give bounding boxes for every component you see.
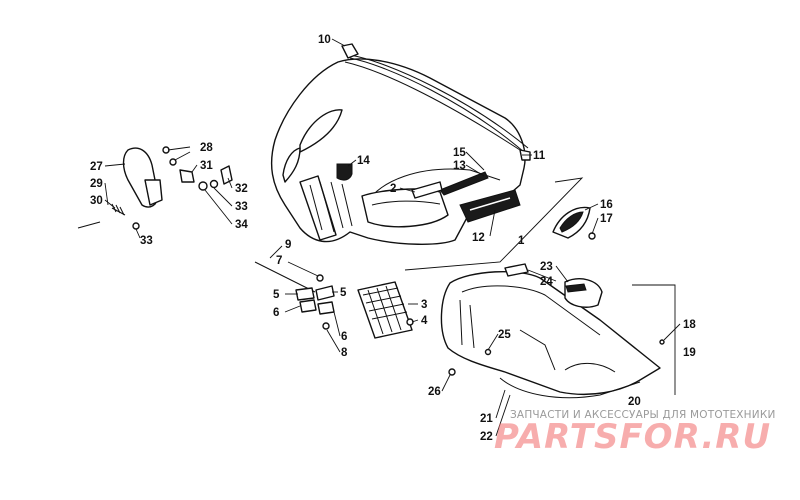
callout-14: 14 <box>357 155 370 167</box>
watermark-logo: PARTSFOR.RU <box>494 417 771 457</box>
grille-assembly <box>254 261 414 339</box>
callout-30: 30 <box>90 195 103 207</box>
callout-19: 19 <box>683 347 696 359</box>
watermark: ЗАПЧАСТИ И АКСЕССУАРЫ ДЛЯ МОТОТЕХНИКИ PA… <box>494 409 776 457</box>
callout-2: 2 <box>390 183 396 195</box>
callout-22: 22 <box>480 431 493 443</box>
callout-25: 25 <box>498 329 511 341</box>
leader-lines <box>104 38 681 437</box>
callout-11: 11 <box>533 150 546 162</box>
callout-17: 17 <box>600 213 613 225</box>
callout-12: 12 <box>472 232 485 244</box>
callout-27: 27 <box>90 161 103 173</box>
callout-8: 8 <box>341 347 348 359</box>
callout-16: 16 <box>600 199 613 211</box>
callout-9: 9 <box>285 239 291 251</box>
callout-23: 23 <box>540 261 553 273</box>
callout-6-right: 6 <box>341 331 347 343</box>
callout-4: 4 <box>421 315 428 327</box>
callout-33-lower: 33 <box>140 235 153 247</box>
callout-28: 28 <box>200 142 213 154</box>
callout-7: 7 <box>276 255 282 267</box>
callout-15: 15 <box>453 147 466 159</box>
callout-1: 1 <box>518 235 525 247</box>
callout-5-left: 5 <box>273 289 280 301</box>
group-bracket-storage <box>632 284 676 395</box>
callout-10: 10 <box>318 34 331 46</box>
callout-20: 20 <box>628 396 641 408</box>
callout-21: 21 <box>480 413 493 425</box>
callout-31: 31 <box>200 160 213 172</box>
callout-3: 3 <box>421 299 427 311</box>
callout-labels: 10 11 14 15 13 2 1 12 16 17 28 27 31 29 … <box>90 34 696 443</box>
hood-assembly <box>270 43 531 245</box>
callout-32: 32 <box>235 183 248 195</box>
watermark-caption: ЗАПЧАСТИ И АКСЕССУАРЫ ДЛЯ МОТОТЕХНИКИ <box>510 409 776 421</box>
callout-34: 34 <box>235 219 248 231</box>
callout-29: 29 <box>90 178 103 190</box>
callout-13: 13 <box>453 160 466 172</box>
callout-24: 24 <box>540 276 553 288</box>
callout-5-right: 5 <box>340 287 347 299</box>
callout-26: 26 <box>428 386 441 398</box>
group-bracket-hood <box>404 177 584 271</box>
storage-compartment <box>440 263 665 399</box>
side-mirror-bracket <box>552 206 596 240</box>
callout-6-left: 6 <box>273 307 279 319</box>
callout-18: 18 <box>683 319 696 331</box>
callout-33-upper: 33 <box>235 201 248 213</box>
